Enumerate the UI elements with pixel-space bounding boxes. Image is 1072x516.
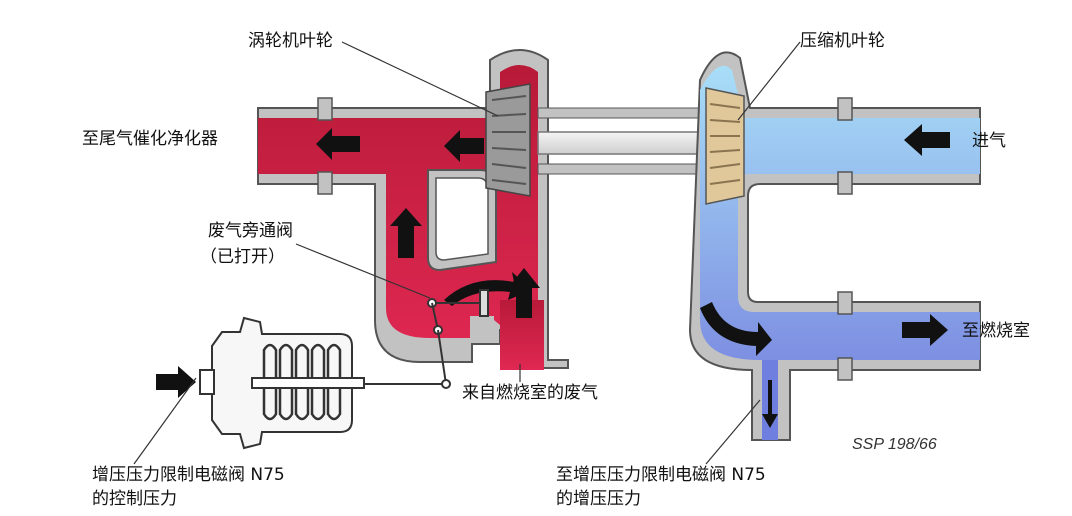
wastegate-valve xyxy=(360,289,489,389)
arrow-exhaust-up-left xyxy=(390,208,422,258)
arrow-control-pressure xyxy=(156,366,196,398)
arrow-intake xyxy=(904,124,950,156)
compressor-wheel xyxy=(705,87,745,205)
label-to-n75-2: 的增压压力 xyxy=(556,489,641,509)
label-to-n75-1: 至增压压力限制电磁阀 N75 xyxy=(556,465,766,485)
label-turbine-wheel: 涡轮机叶轮 xyxy=(248,31,333,51)
leader-lines xyxy=(133,41,801,465)
arrow-compressed-curve xyxy=(700,302,772,356)
turbine-wheel xyxy=(485,83,531,197)
turbo-shaft xyxy=(537,131,711,155)
arrow-to-n75 xyxy=(762,414,778,428)
arrow-to-combustion xyxy=(902,314,948,346)
label-to-catalytic: 至尾气催化净化器 xyxy=(82,129,218,149)
label-compressor-wheel: 压缩机叶轮 xyxy=(800,31,885,51)
label-intake: 进气 xyxy=(972,131,1006,151)
label-control-pressure-2: 的控制压力 xyxy=(92,489,177,509)
arrow-exhaust-out xyxy=(316,128,360,160)
arrow-exhaust-turbine xyxy=(444,130,484,162)
label-from-combustion: 来自燃烧室的废气 xyxy=(462,383,598,403)
flow-arrows xyxy=(316,124,950,428)
label-wastegate: 废气旁通阀 xyxy=(208,221,293,241)
wastegate-actuator xyxy=(199,316,365,450)
label-to-combustion: 至燃烧室 xyxy=(962,321,1030,341)
ssp-reference: SSP 198/66 xyxy=(852,436,937,453)
label-control-pressure-1: 增压压力限制电磁阀 N75 xyxy=(92,465,285,485)
label-wastegate-state: （已打开） xyxy=(200,247,285,267)
